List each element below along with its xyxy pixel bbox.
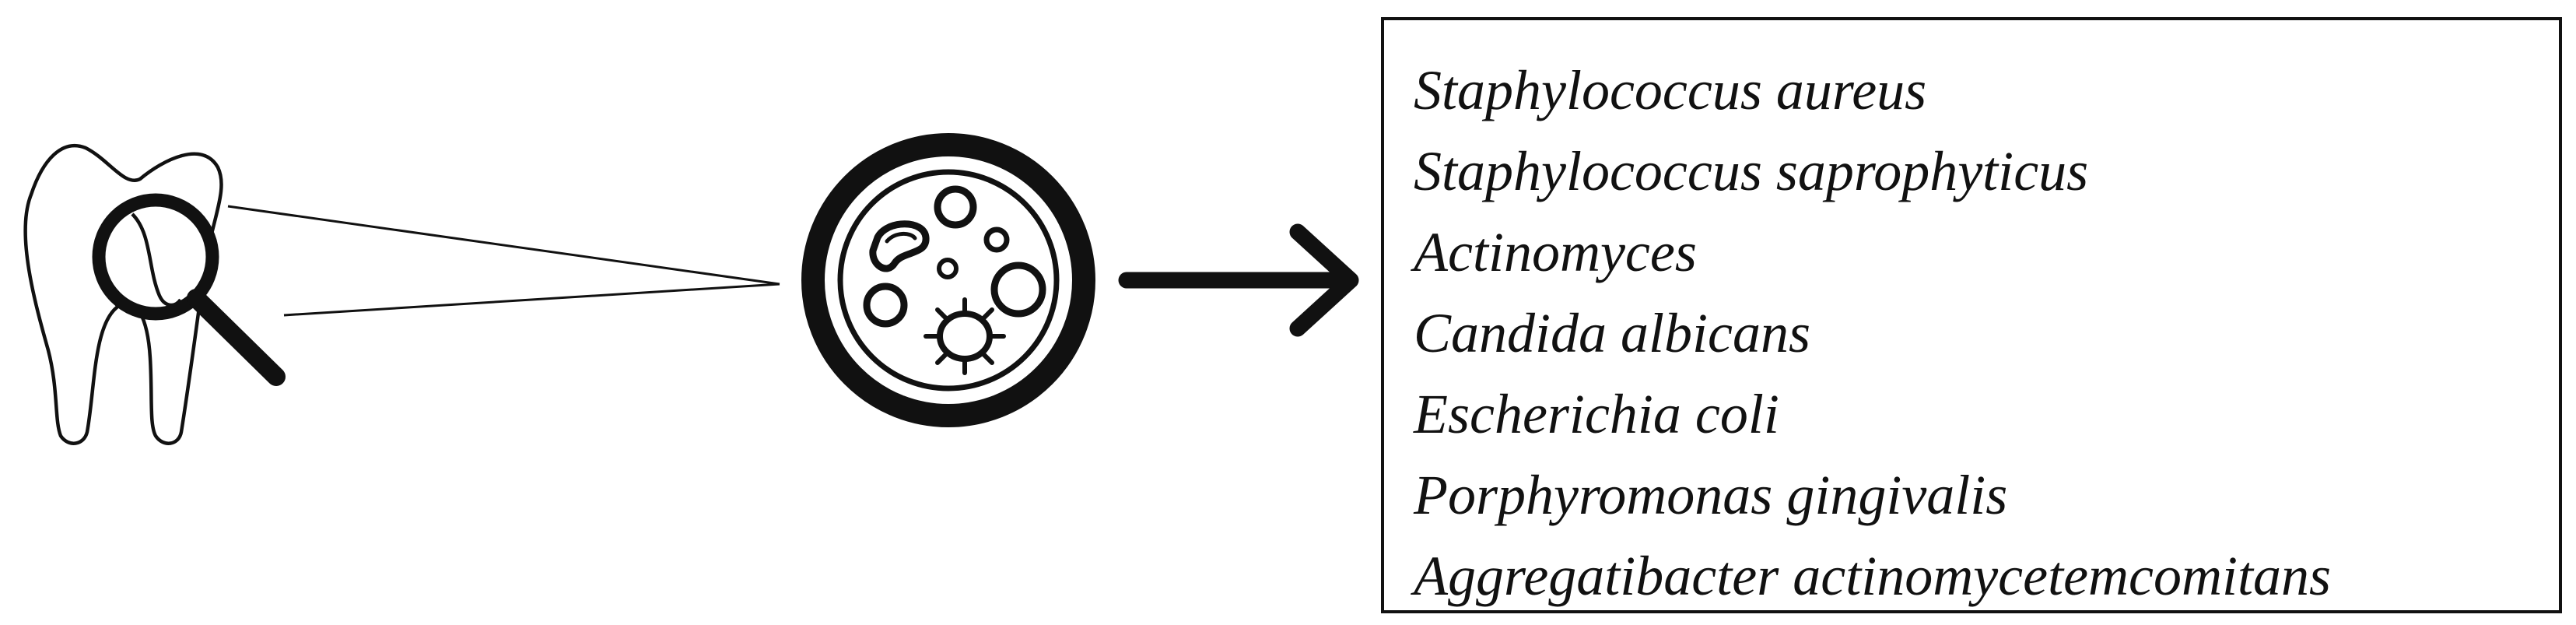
organism-item: Actinomyces xyxy=(1414,221,1697,283)
tooth-icon xyxy=(23,143,223,445)
zoom-lines xyxy=(227,205,780,317)
organism-item: Candida albicans xyxy=(1414,302,1811,364)
organism-item: Aggregatibacter actinomycetemcomitans xyxy=(1414,545,2331,607)
organism-item: Staphylococcus saprophyticus xyxy=(1414,140,2089,202)
organism-item: Porphyromonas gingivalis xyxy=(1414,464,2008,526)
petri-dish-icon xyxy=(801,133,1095,427)
organism-list: Staphylococcus aureus Staphylococcus sap… xyxy=(1414,50,2331,616)
arrow-right-icon xyxy=(1118,223,1359,337)
organism-item: Escherichia coli xyxy=(1414,383,1779,445)
organism-list-box: Staphylococcus aureus Staphylococcus sap… xyxy=(1381,17,2562,613)
organism-item: Staphylococcus aureus xyxy=(1414,59,1927,121)
magnifying-glass-icon xyxy=(92,193,286,386)
